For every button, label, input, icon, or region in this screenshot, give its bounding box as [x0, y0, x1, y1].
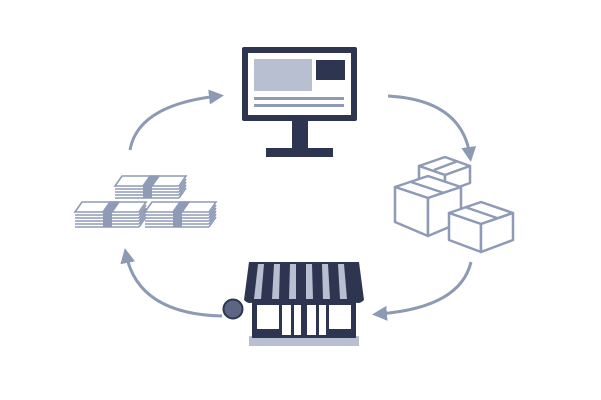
- money-stacks-icon: [73, 175, 218, 228]
- cycle-start-dot: [222, 298, 244, 320]
- arrow-boxes-to-store: [372, 261, 473, 321]
- arrow-money-to-computer: [128, 89, 224, 151]
- computer-monitor-icon: [242, 47, 357, 157]
- storefront-icon: [244, 262, 364, 346]
- package-boxes-icon: [393, 155, 515, 254]
- arrow-store-to-money: [120, 248, 223, 318]
- arrow-computer-to-boxes: [387, 94, 477, 162]
